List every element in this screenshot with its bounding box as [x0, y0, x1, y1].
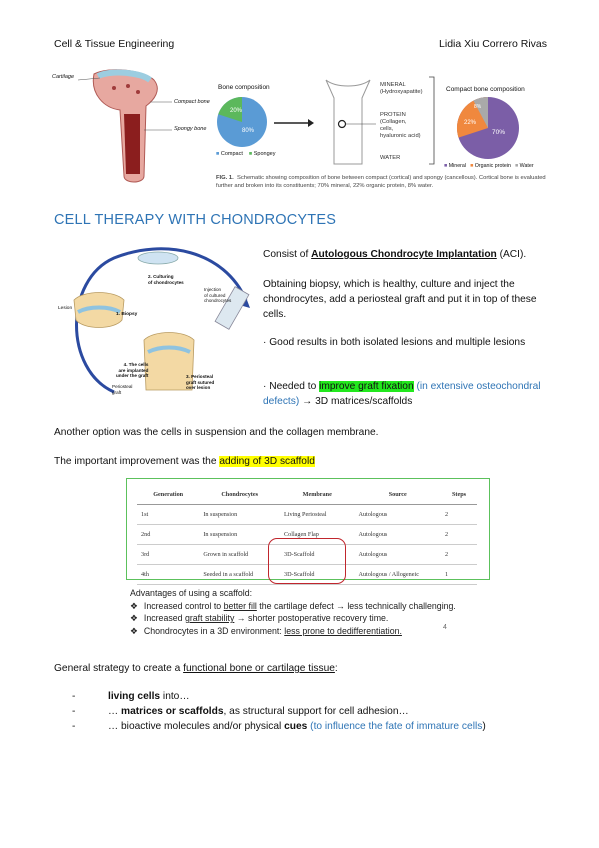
section-title: CELL THERAPY WITH CHONDROCYTES — [54, 212, 337, 228]
pie-right-pct-protein: 22% — [464, 120, 477, 126]
bracket-icon — [429, 76, 435, 165]
strategy-intro: General strategy to create a functional … — [54, 663, 338, 674]
list-item: -living cells into… — [72, 691, 190, 702]
diamond-bullet-icon: ❖ — [130, 613, 138, 623]
label-compact-bone: Compact bone — [174, 99, 210, 105]
list-item: -… matrices or scaffolds, as structural … — [72, 706, 409, 717]
pie-left-title: Bone composition — [218, 84, 270, 91]
another-option: Another option was the cells in suspensi… — [54, 427, 379, 438]
aci-term: Autologous Chondrocyte Implantation — [311, 249, 497, 260]
col-steps: Steps — [441, 485, 477, 505]
pie-right-chart: 70% 22% 8% — [456, 96, 519, 159]
cycle-label-sutured: 3. Periosteal graft sutured over lesion — [186, 374, 215, 391]
cycle-label-lesion: Lesion — [58, 306, 73, 311]
generations-table-frame: Generation Chondrocytes Membrane Source … — [126, 478, 490, 585]
diamond-bullet-icon: ❖ — [130, 625, 138, 636]
legend-mineral: Mineral — [448, 163, 467, 169]
cycle-label-culturing: 2. Culturing of chondrocytes — [148, 274, 184, 285]
aci-intro: Consist of Autologous Chondrocyte Implan… — [263, 249, 527, 260]
aci-paragraph-2: Obtaining biopsy, which is healthy, cult… — [263, 279, 537, 320]
label-cartilage: Cartilage — [52, 74, 75, 80]
cycle-label-injection: Injection of cultured chondrocytes — [204, 287, 232, 304]
advantage-item: ❖Increased graft stability → shorter pos… — [130, 613, 389, 623]
aci-cycle-diagram — [73, 247, 250, 394]
slide-page-number: 4 — [443, 624, 447, 631]
strategy-list: -living cells into… -… matrices or scaff… — [72, 689, 552, 734]
legend-water: Water — [519, 163, 534, 169]
col-membrane: Membrane — [280, 485, 355, 505]
pie-left-legend: ■ Compact ■ Spongey — [216, 151, 276, 157]
highlight-3d-scaffold: adding of 3D scaffold — [219, 456, 315, 467]
label-mineral: MINERAL (Hydroxyapatite) — [380, 82, 423, 95]
label-protein: PROTEIN (Collagen, cells, hyaluronic aci… — [380, 112, 421, 139]
pie-right-pct-mineral: 70% — [492, 129, 505, 136]
legend-organic: Organic protein — [474, 163, 511, 169]
pie-right-legend: ■ Mineral ■ Organic protein ■ Water — [444, 163, 534, 169]
strategy-term: functional bone or cartilage tissue — [183, 663, 335, 674]
figure-caption: FIG. 1. Schematic showing composition of… — [216, 174, 546, 190]
header-author: Lidia Xiu Correro Rivas — [439, 38, 547, 50]
cycle-label-biopsy: 1. Biopsy — [116, 312, 138, 317]
improvement-line: The important improvement was the adding… — [54, 456, 315, 467]
advantage-item: ❖Chondrocytes in a 3D environment: less … — [130, 625, 402, 636]
bone-illustration — [77, 69, 172, 183]
pie-right-title: Compact bone composition — [446, 86, 525, 93]
col-source: Source — [354, 485, 442, 505]
cycle-label-periosteal: Periosteal graft — [112, 384, 133, 395]
pie-right-pct-water: 8% — [474, 104, 482, 110]
aci-paragraph-4: · Needed to improve graft fixation (in e… — [263, 381, 541, 407]
pie-left-pct-spongey: 20% — [230, 108, 243, 114]
arrow-icon — [274, 119, 314, 127]
col-chondrocytes: Chondrocytes — [199, 485, 280, 505]
highlight-graft-fixation: improve graft fixation — [319, 381, 414, 392]
label-spongy-bone: Spongy bone — [174, 126, 207, 132]
advantages-block: Advantages of using a scaffold: ❖Increas… — [130, 587, 510, 637]
label-water: WATER — [380, 155, 401, 161]
legend-spongey: Spongey — [253, 151, 276, 157]
caption-label: FIG. 1. — [216, 175, 234, 181]
col-generation: Generation — [137, 485, 200, 505]
advantage-item: ❖Increased control to better fill the ca… — [130, 600, 456, 611]
legend-compact: Compact — [220, 151, 243, 157]
scaffold-highlight-oval — [268, 538, 346, 584]
pie-left-pct-compact: 80% — [242, 128, 255, 134]
diamond-bullet-icon: ❖ — [130, 600, 138, 611]
aci-paragraph-3: · Good results in both isolated lesions … — [263, 337, 526, 348]
bone-cross-section — [325, 79, 376, 165]
generations-table: Generation Chondrocytes Membrane Source … — [137, 485, 477, 585]
advantages-title: Advantages of using a scaffold: — [130, 588, 253, 598]
header-course: Cell & Tissue Engineering — [54, 38, 175, 50]
list-item: -… bioactive molecules and/or physical c… — [72, 721, 486, 732]
pie-left-chart: 20% 80% — [217, 96, 267, 147]
cycle-label-implanted: 4. The cells are implanted under the gra… — [116, 362, 149, 379]
caption-text: Schematic showing composition of bone be… — [216, 175, 546, 189]
